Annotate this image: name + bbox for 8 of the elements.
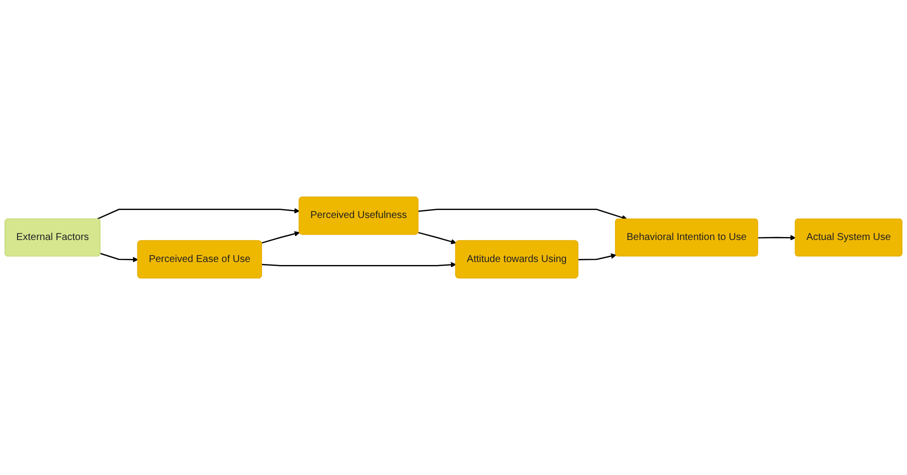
arrow xyxy=(418,208,628,220)
arrow xyxy=(578,253,616,260)
arrow xyxy=(262,262,456,268)
arrow xyxy=(758,234,796,240)
arrow xyxy=(262,231,300,244)
arrow xyxy=(418,232,456,244)
arrow xyxy=(96,208,300,220)
arrow xyxy=(100,252,138,262)
